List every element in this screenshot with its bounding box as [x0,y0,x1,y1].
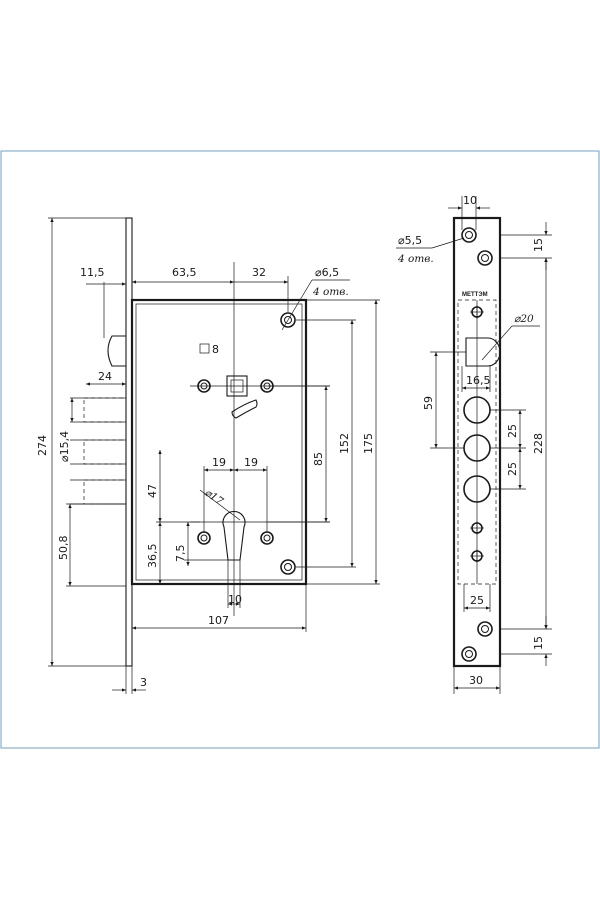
dimension-label: 85 [312,452,325,466]
body-screw-holes [280,312,296,575]
dimension-label: ⌀17 [202,487,225,508]
dimension-label: 4 отв. [312,286,349,298]
dimension-label: ⌀6,5 [315,266,339,279]
dimension-label: 59 [422,396,435,410]
dimension-label: 50,8 [57,536,70,561]
dimension-label: ⌀5,5 [398,234,422,247]
dimension-label: ⌀20 [514,313,534,325]
dimension-label: 36,5 [146,544,159,569]
dimension-label: 25 [470,594,484,607]
face-plate-side [452,216,502,668]
dead-bolts [70,397,127,505]
lever-slot [231,399,258,419]
dimension-label: 24 [98,370,112,383]
dimension-label: 8 [212,343,219,356]
dimension-label: 15 [532,636,545,650]
dimension-label: 16,5 [466,374,491,387]
dimension-label: 10 [463,194,477,207]
dimension-label: 274 [36,435,49,456]
front-view: 8 11,5 63,5 32 ⌀6,5 4 отв. 24 274 [36,217,380,694]
side-screw-holes [461,227,493,662]
dimension-label: 19 [244,456,258,469]
dimension-label: 152 [338,433,351,454]
dimension-label: 10 [228,593,242,606]
dimension-label: 15 [532,238,545,252]
square-symbol [199,343,210,354]
latch-bolt [107,335,126,367]
dimension-label: 228 [532,433,545,454]
dimension-label: 7,5 [174,545,187,563]
dimension-label: 25 [506,462,519,476]
dimension-label: 3 [140,676,147,689]
dimension-label: 63,5 [172,266,197,279]
dimension-label: 32 [252,266,266,279]
cylinder-cutout [222,510,246,561]
dimension-label: 47 [146,484,159,498]
side-view: МЕТТЭМ 10 [396,194,552,694]
dimension-label: 4 отв. [397,253,434,265]
dimension-label: 107 [208,614,229,627]
brand-logo: МЕТТЭМ [462,292,488,298]
dimension-label: 175 [362,433,375,454]
dimension-label: 30 [469,674,483,687]
dimension-label: 25 [506,424,519,438]
dimension-label: 19 [212,456,226,469]
dimension-label: ⌀15,4 [58,431,71,462]
dimension-label: 11,5 [80,266,105,279]
drawing-frame [0,150,600,749]
latch-opening [465,337,501,367]
lock-body [130,298,308,586]
